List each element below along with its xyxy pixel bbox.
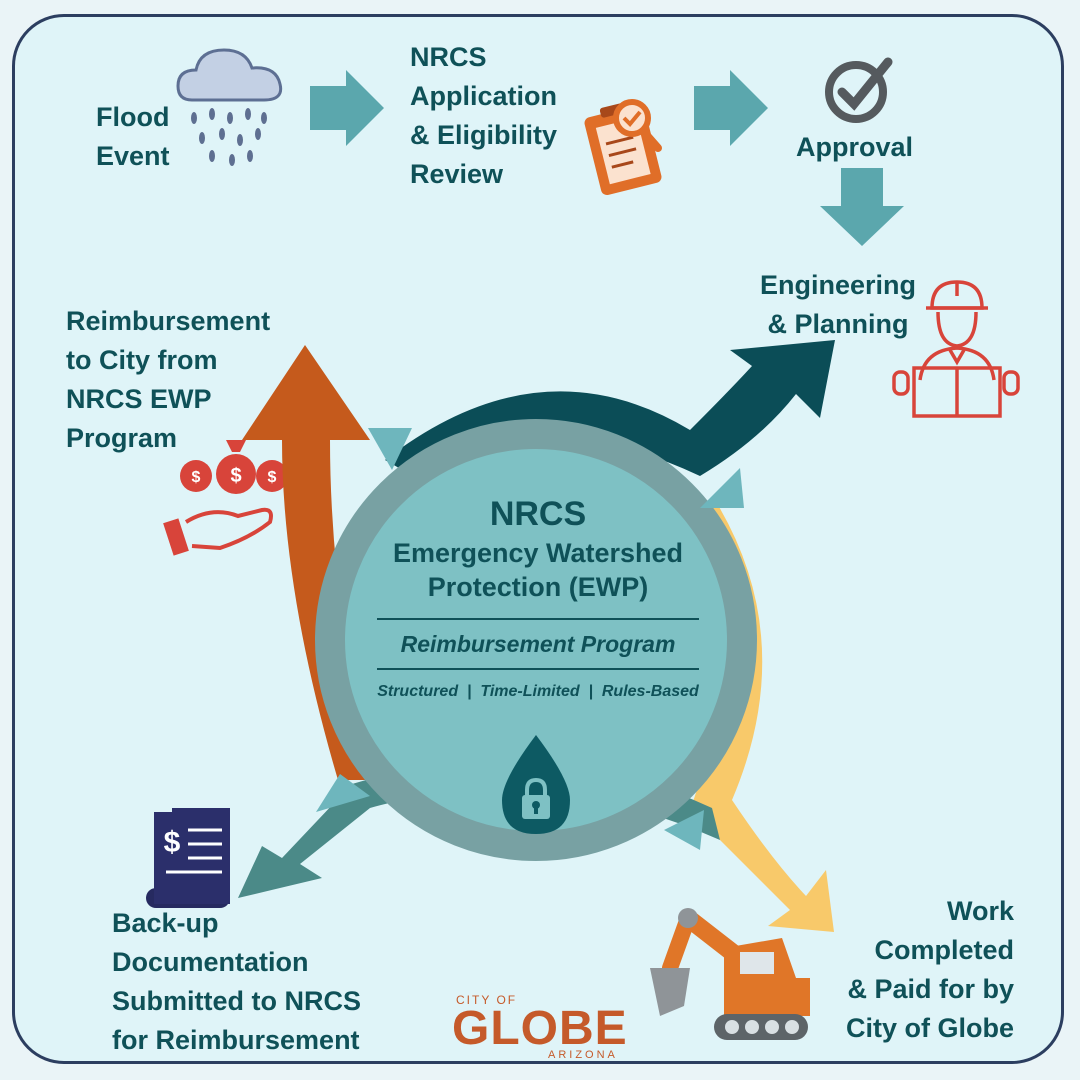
reimbursement-line-1: Reimbursement: [66, 306, 271, 336]
engineer-icon: [892, 280, 1020, 418]
center-tags: Structured | Time-Limited | Rules-Based: [377, 683, 699, 700]
flood-line-2: Event: [96, 141, 170, 171]
center-subtitle-line-1: Emergency Watershed: [392, 538, 684, 568]
city-of-globe-logo: CITY OF GLOBE ARIZONA: [452, 993, 632, 1063]
svg-text:$: $: [230, 465, 241, 487]
reimbursement-line-4: Program: [66, 423, 178, 453]
logo-state: ARIZONA: [548, 1049, 618, 1061]
work-line-1: Work: [946, 896, 1014, 926]
checkmark-circle-icon: [825, 57, 893, 123]
work-line-4: City of Globe: [846, 1013, 1014, 1043]
backup-line-4: for Reimbursement: [112, 1025, 360, 1055]
center-divider-top: [377, 618, 699, 620]
money-bags-hand-icon: $ $ $: [163, 440, 288, 556]
backup-line-1: Back-up: [112, 908, 219, 938]
approval-label: Approval: [796, 132, 914, 162]
connector-arrowheads: [316, 428, 744, 850]
application-line-4: Review: [410, 159, 504, 189]
step-application-review: NRCS Application & Eligibility Review: [410, 38, 557, 194]
step-engineering-planning: Engineering & Planning: [760, 266, 916, 344]
backup-line-2: Documentation: [112, 947, 309, 977]
rain-cloud-icon: [176, 48, 283, 166]
work-line-3: & Paid for by: [847, 974, 1014, 1004]
application-line-1: NRCS: [410, 42, 487, 72]
svg-text:$: $: [192, 469, 201, 486]
work-line-2: Completed: [874, 935, 1014, 965]
center-divider-bottom: [377, 668, 699, 670]
clipboard-search-icon: [584, 99, 662, 196]
step-flood-event: Flood Event: [96, 98, 170, 176]
center-title: NRCS: [489, 495, 587, 533]
step-work-completed: Work Completed & Paid for by City of Glo…: [846, 892, 1014, 1048]
reimbursement-line-3: NRCS EWP: [66, 384, 212, 414]
step-approval: Approval: [796, 128, 913, 167]
step-reimbursement: Reimbursement to City from NRCS EWP Prog…: [66, 302, 270, 458]
step-backup-documentation: Back-up Documentation Submitted to NRCS …: [112, 904, 361, 1060]
logo-name: GLOBE: [452, 1002, 628, 1055]
water-drop-lock-icon: [502, 735, 570, 834]
reimbursement-line-2: to City from: [66, 345, 218, 375]
backup-line-3: Submitted to NRCS: [112, 986, 361, 1016]
center-text: NRCS Emergency Watershed Protection (EWP…: [338, 492, 738, 702]
center-subtitle-line-2: Protection (EWP): [427, 572, 649, 602]
central-circle: [315, 419, 757, 861]
application-line-3: & Eligibility: [410, 120, 558, 150]
engineering-line-1: Engineering: [760, 270, 917, 300]
logo-city: CITY OF: [456, 993, 518, 1007]
excavator-icon: [650, 908, 810, 1040]
engineering-line-2: & Planning: [767, 309, 909, 339]
application-line-2: Application: [410, 81, 557, 111]
svg-text:$: $: [164, 826, 181, 859]
arrow-application-to-approval: [694, 70, 768, 146]
arrow-flood-to-application: [310, 70, 384, 146]
center-program: Reimbursement Program: [400, 631, 676, 657]
invoice-document-icon: $: [146, 808, 230, 908]
flood-line-1: Flood: [96, 102, 170, 132]
svg-text:$: $: [268, 469, 277, 486]
arrow-approval-to-engineering: [820, 168, 904, 246]
